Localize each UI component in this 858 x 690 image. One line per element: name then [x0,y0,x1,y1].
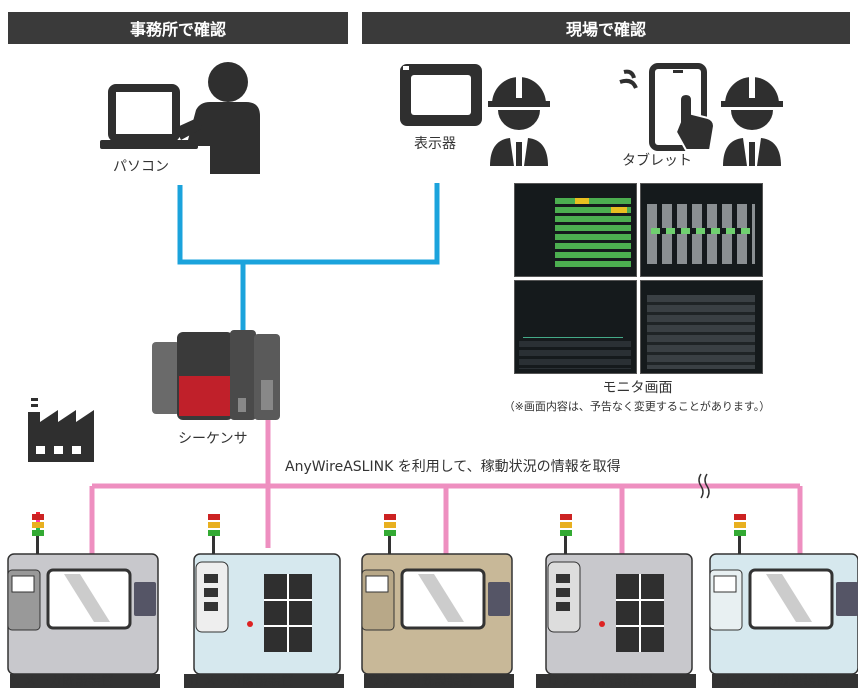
worker-icon [488,76,550,166]
tablet-label: タブレット [622,153,692,169]
pc-user-icon [100,62,260,174]
display-icon [400,64,482,126]
machine-label-d: D メーカ既設装置 [548,674,654,689]
plc-icon [152,330,280,420]
aslink-cable [89,420,803,555]
worker-icon [721,76,783,166]
monitor-screen-graph [514,280,637,374]
machine-label-e: E メーカ既設装置 [726,674,830,689]
tablet-icon [619,63,716,151]
header-office: 事務所で確認 [8,12,348,44]
line-break-icon [698,473,710,499]
machine-label-b: B メーカ既設装置 [190,674,295,689]
plc-label: シーケンサ [178,431,248,447]
machine-c [361,514,514,688]
machine-d [536,514,696,688]
monitor-screen-timeline [514,183,637,277]
machine-b [184,514,344,688]
factory-icon [28,398,94,462]
monitor-title: モニタ画面 [602,380,673,396]
machine-label-a: A メーカ既設装置 [10,674,115,689]
machine-a [7,512,160,688]
monitor-screen-bars [640,183,763,277]
display-label: 表示器 [414,136,456,152]
monitor-screen-table [640,280,763,374]
ethernet-cable [177,183,440,330]
machine-e [709,514,858,688]
monitor-note: （※画面内容は、予告なく変更することがあります。） [503,400,771,413]
machine-label-c: C メーカ既設装置 [369,674,474,689]
header-site: 現場で確認 [362,12,850,44]
pc-label: パソコン [113,159,169,175]
network-label: AnyWireASLINK を利用して、稼動状況の情報を取得 [285,459,621,475]
